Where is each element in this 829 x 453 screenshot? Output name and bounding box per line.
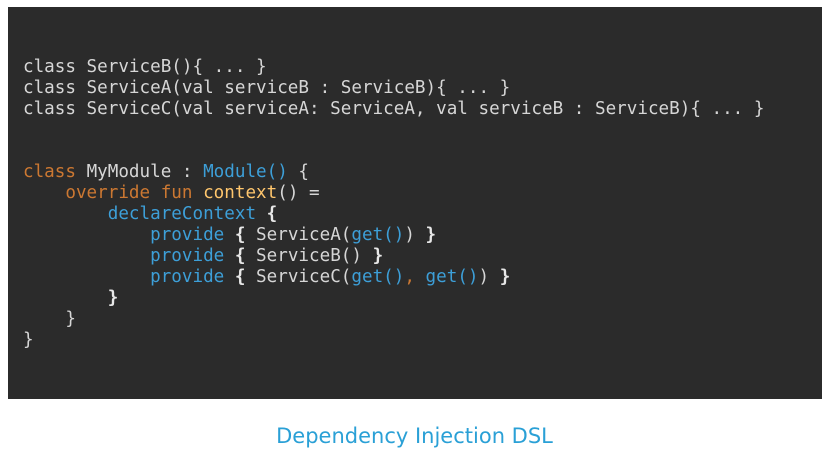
code-block: class ServiceB(){ ... }class ServiceA(va… [23,57,822,351]
code-token: () = [277,183,320,203]
code-line: } [23,330,822,351]
code-line: provide { ServiceB() } [23,246,822,267]
code-token [23,225,150,245]
code-token: MyModule : [86,162,204,182]
code-line: declareContext { [23,204,822,225]
code-line: class ServiceB(){ ... } [23,57,822,78]
code-token [23,267,150,287]
code-line: provide { ServiceA(get()) } [23,225,822,246]
code-token: provide [150,267,225,287]
code-token: } [372,246,384,266]
code-line: } [23,309,822,330]
code-token: { [224,225,257,245]
code-token: class ServiceA(val serviceB : ServiceB){… [23,78,511,98]
code-line: class ServiceA(val serviceB : ServiceB){… [23,78,822,99]
code-token: { [224,246,257,266]
code-token: get() [351,267,405,287]
code-token [23,204,108,224]
code-token: provide [150,246,225,266]
code-token: { [287,162,310,182]
code-line: provide { ServiceC(get(), get()) } [23,267,822,288]
code-token: Module() [203,162,288,182]
code-token: } [23,309,76,329]
code-token: get() [351,225,405,245]
code-line: class ServiceC(val serviceA: ServiceA, v… [23,99,822,120]
code-token: { [224,267,257,287]
code-line [23,120,822,141]
code-token: , [404,267,426,287]
code-token: { [256,204,278,224]
code-token: context [203,183,278,203]
code-token: class ServiceC(val serviceA: ServiceA, v… [23,99,765,119]
code-token: } [499,267,511,287]
slide-caption: Dependency Injection DSL [276,424,553,448]
code-panel: class ServiceB(){ ... }class ServiceA(va… [8,7,822,399]
code-token: } [23,288,119,308]
code-token [23,246,150,266]
code-token: ServiceC( [256,267,352,287]
code-line: } [23,288,822,309]
code-token: ServiceB() [256,246,373,266]
code-token: ServiceA( [256,225,352,245]
code-token: get() [425,267,479,287]
code-token: override fun [23,183,204,203]
code-token: class [23,162,87,182]
code-token: } [425,225,437,245]
code-token: } [23,330,34,350]
code-token: declareContext [107,204,257,224]
code-line: class MyModule : Module() { [23,162,822,183]
code-token: provide [150,225,225,245]
code-token: class ServiceB(){ ... } [23,57,267,77]
code-line: override fun context() = [23,183,822,204]
code-token: ) [478,267,500,287]
code-line [23,141,822,162]
code-token: ) [404,225,426,245]
